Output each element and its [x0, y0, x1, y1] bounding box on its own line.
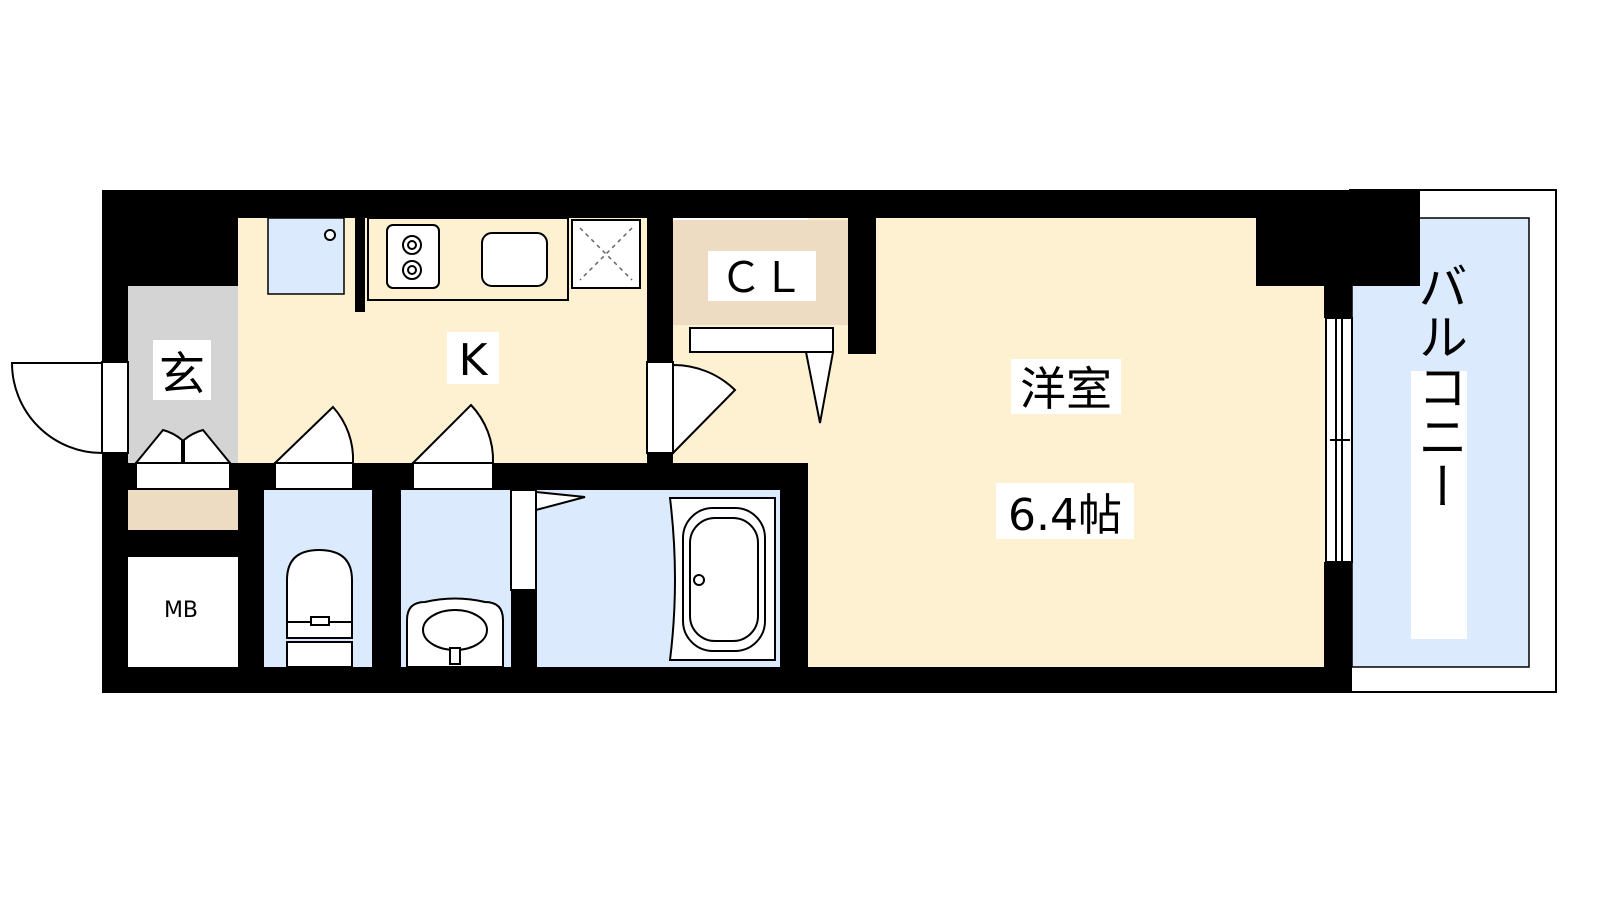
kitchen-counter: [267, 217, 641, 301]
labels: 玄 K ＣＬ 洋室 6.4帖 バルコニー MB: [153, 251, 1468, 639]
closet-label: ＣＬ: [720, 253, 804, 302]
genkan-label: 玄: [159, 347, 205, 401]
stove-icon: [386, 224, 440, 289]
balcony-window[interactable]: [1325, 317, 1353, 563]
washer-space: [571, 219, 641, 289]
western-room-size: 6.4帖: [1008, 490, 1122, 541]
washroom-door[interactable]: [410, 403, 495, 490]
toilet-door[interactable]: [272, 405, 355, 490]
sink-icon: [481, 232, 548, 287]
western-room-label: 洋室: [1020, 362, 1112, 416]
washbasin-icon: [406, 597, 504, 668]
shoe-cabinet: [128, 490, 238, 530]
meter-box[interactable]: [125, 557, 237, 667]
walls: [102, 190, 1420, 693]
entrance-door[interactable]: [10, 361, 129, 455]
hall-door[interactable]: [646, 361, 737, 456]
bathtub-icon: [668, 497, 776, 661]
fridge-knob-icon: [324, 229, 336, 241]
balcony-label: バルコニー: [1410, 261, 1468, 511]
toilet-icon: [286, 548, 353, 668]
genkan-door[interactable]: [133, 428, 233, 490]
western-room-floor[interactable]: [808, 215, 1328, 667]
bathroom-door[interactable]: [510, 489, 586, 591]
fridge-space: [267, 217, 345, 295]
closet-door[interactable]: [689, 327, 835, 424]
kitchen-label: K: [459, 335, 489, 386]
meter-box-label: MB: [164, 598, 198, 623]
